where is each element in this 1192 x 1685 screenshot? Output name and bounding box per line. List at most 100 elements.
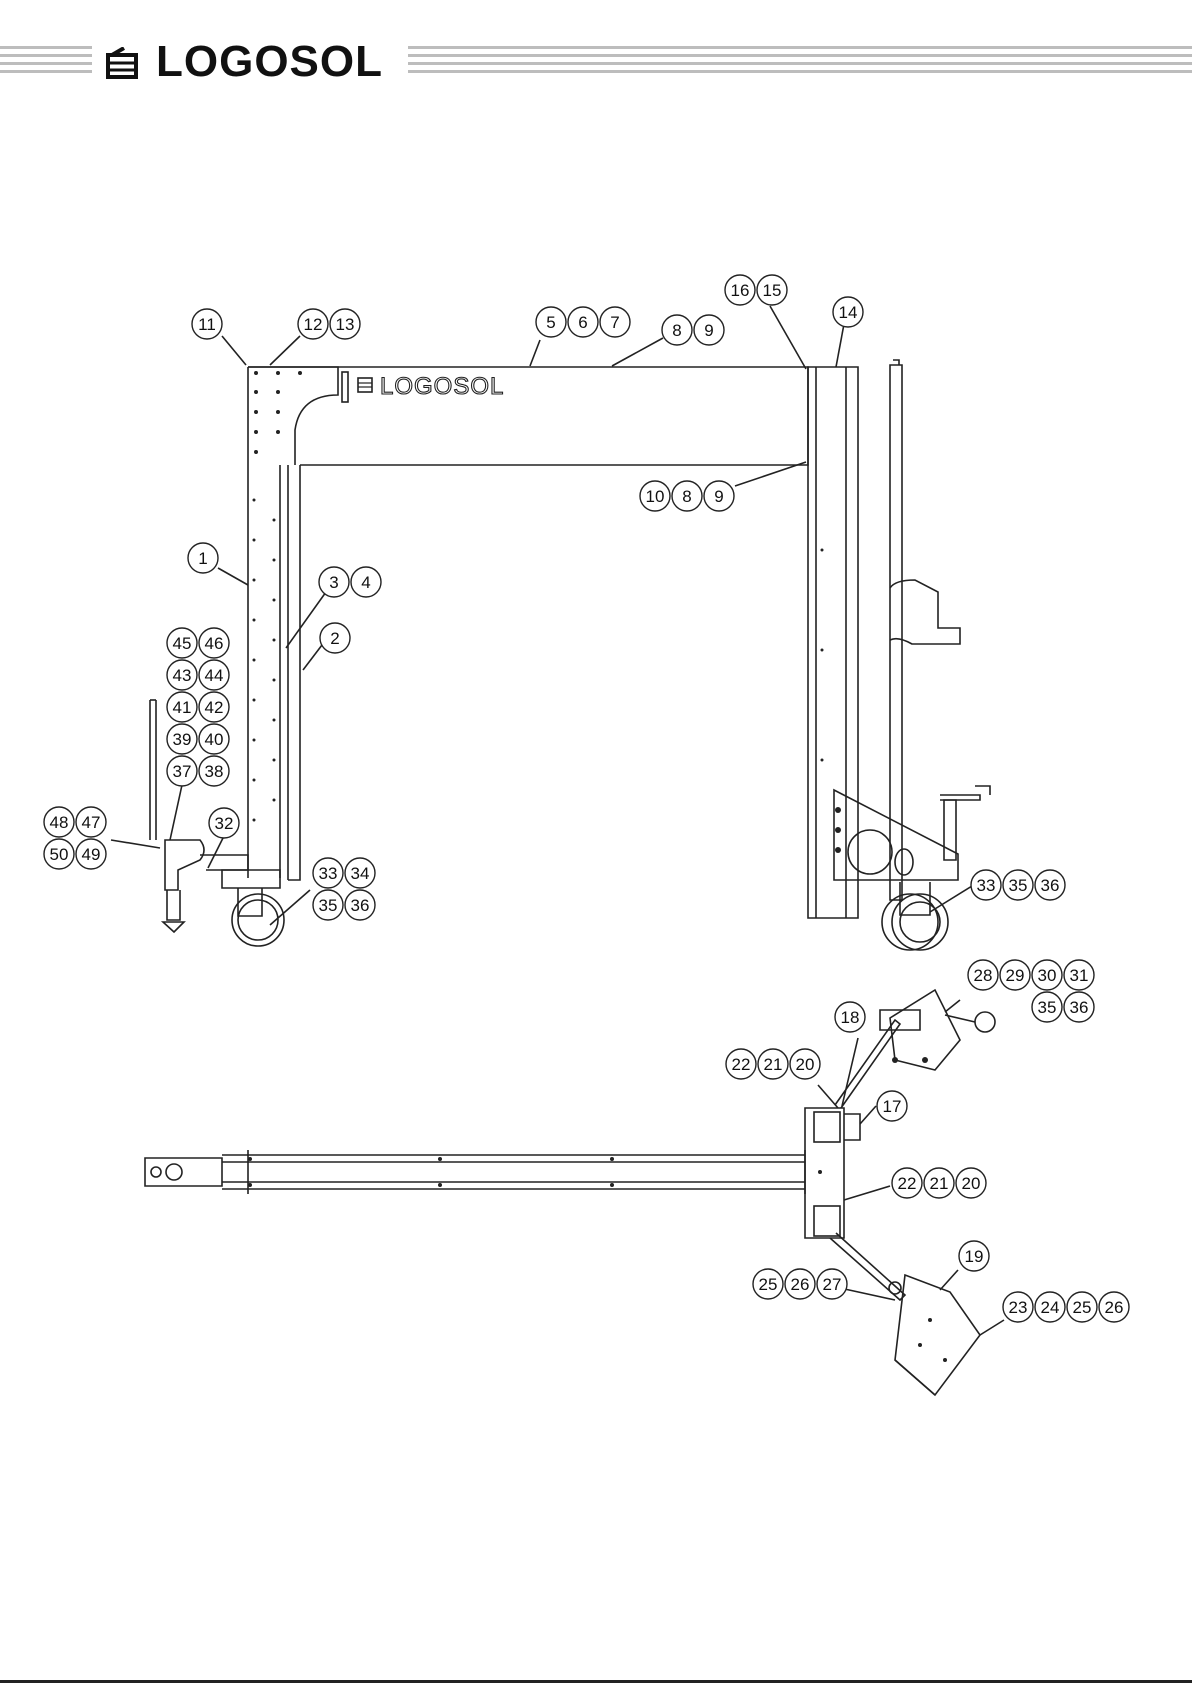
leader-1 — [218, 568, 248, 585]
callout-48: 48 — [44, 807, 74, 837]
leader-32 — [208, 836, 224, 868]
callout-24: 24 — [1035, 1292, 1065, 1322]
callout-29: 29 — [1000, 960, 1030, 990]
svg-text:8: 8 — [672, 321, 681, 340]
corner-plate — [248, 367, 338, 465]
svg-text:27: 27 — [823, 1275, 842, 1294]
leader-37-38 — [170, 785, 182, 840]
svg-text:29: 29 — [1006, 966, 1025, 985]
leader-14 — [836, 324, 844, 367]
svg-text:26: 26 — [791, 1275, 810, 1294]
svg-text:35: 35 — [1009, 876, 1028, 895]
callout-21: 21 — [924, 1168, 954, 1198]
callout-7: 7 — [600, 307, 630, 337]
callout-20: 20 — [956, 1168, 986, 1198]
callout-31: 31 — [1064, 960, 1094, 990]
callout-39: 39 — [167, 724, 197, 754]
svg-text:36: 36 — [1041, 876, 1060, 895]
callout-44: 44 — [199, 660, 229, 690]
svg-text:25: 25 — [1073, 1298, 1092, 1317]
callout-28: 28 — [968, 960, 998, 990]
leader-23-24-25-26 — [980, 1320, 1004, 1335]
callout-20: 20 — [790, 1049, 820, 1079]
callout-30: 30 — [1032, 960, 1062, 990]
left-foot-plate — [222, 870, 280, 888]
saddle-bracket — [890, 580, 960, 644]
svg-text:31: 31 — [1070, 966, 1089, 985]
callout-34: 34 — [345, 858, 375, 888]
svg-text:20: 20 — [962, 1174, 981, 1193]
svg-text:13: 13 — [336, 315, 355, 334]
callout-35: 35 — [1003, 870, 1033, 900]
right-wheel-inner — [900, 902, 940, 942]
svg-text:39: 39 — [173, 730, 192, 749]
beam-logo: LOGOSOL — [358, 373, 504, 400]
leader-8-9 — [612, 338, 663, 366]
svg-text:11: 11 — [198, 315, 216, 334]
svg-text:32: 32 — [215, 814, 234, 833]
rail-end-hole — [151, 1167, 161, 1177]
leader-22-21-20-a — [818, 1085, 838, 1108]
svg-text:8: 8 — [682, 487, 691, 506]
callout-25: 25 — [753, 1269, 783, 1299]
svg-text:40: 40 — [205, 730, 224, 749]
svg-text:28: 28 — [974, 966, 993, 985]
callout-5: 5 — [536, 307, 566, 337]
svg-text:34: 34 — [351, 864, 370, 883]
callout-50: 50 — [44, 839, 74, 869]
svg-text:25: 25 — [759, 1275, 778, 1294]
svg-text:33: 33 — [319, 864, 338, 883]
callout-19: 19 — [959, 1241, 989, 1271]
svg-text:45: 45 — [173, 634, 192, 653]
callout-2: 2 — [320, 623, 350, 653]
callout-36: 36 — [1035, 870, 1065, 900]
leader-33-34 — [270, 890, 310, 925]
leader-17 — [860, 1106, 876, 1124]
callout-6: 6 — [568, 307, 598, 337]
callout-21: 21 — [758, 1049, 788, 1079]
svg-text:36: 36 — [351, 896, 370, 915]
callout-3: 3 — [319, 567, 349, 597]
bracket-hole-small — [895, 849, 913, 875]
beam-slot — [342, 372, 348, 402]
beam-logo-text: LOGOSOL — [380, 373, 504, 400]
svg-text:18: 18 — [841, 1008, 860, 1027]
leader-48-47 — [111, 840, 160, 848]
callout-15: 15 — [757, 275, 787, 305]
svg-text:44: 44 — [205, 666, 224, 685]
callout-10: 10 — [640, 481, 670, 511]
callout-42: 42 — [199, 692, 229, 722]
callout-47: 47 — [76, 807, 106, 837]
svg-text:10: 10 — [646, 487, 665, 506]
callout-33: 33 — [971, 870, 1001, 900]
callout-17: 17 — [877, 1091, 907, 1121]
svg-text:22: 22 — [732, 1055, 751, 1074]
callout-1: 1 — [188, 543, 218, 573]
svg-text:9: 9 — [714, 487, 723, 506]
cross-bar — [805, 1108, 844, 1238]
leader-11 — [222, 336, 246, 365]
callout-43: 43 — [167, 660, 197, 690]
leader-5-6-7 — [530, 340, 540, 366]
svg-text:20: 20 — [796, 1055, 815, 1074]
svg-text:24: 24 — [1041, 1298, 1060, 1317]
bracket-hole — [848, 830, 892, 874]
callout-8: 8 — [662, 315, 692, 345]
lower-pad — [895, 1275, 980, 1395]
left-wheel-inner — [238, 900, 278, 940]
leader-28-31 — [945, 1000, 960, 1012]
callout-11: 11 — [192, 309, 222, 339]
callout-32: 32 — [209, 808, 239, 838]
svg-text:16: 16 — [731, 281, 750, 300]
svg-text:48: 48 — [50, 813, 69, 832]
svg-text:12: 12 — [304, 315, 323, 334]
callout-14: 14 — [833, 297, 863, 327]
callout-4: 4 — [351, 567, 381, 597]
svg-text:36: 36 — [1070, 998, 1089, 1017]
jack-foot-base — [163, 922, 184, 932]
leader-2 — [303, 645, 322, 670]
leader-22-21-20-b — [844, 1186, 890, 1200]
hinge-block-lower — [814, 1206, 840, 1236]
svg-text:43: 43 — [173, 666, 192, 685]
